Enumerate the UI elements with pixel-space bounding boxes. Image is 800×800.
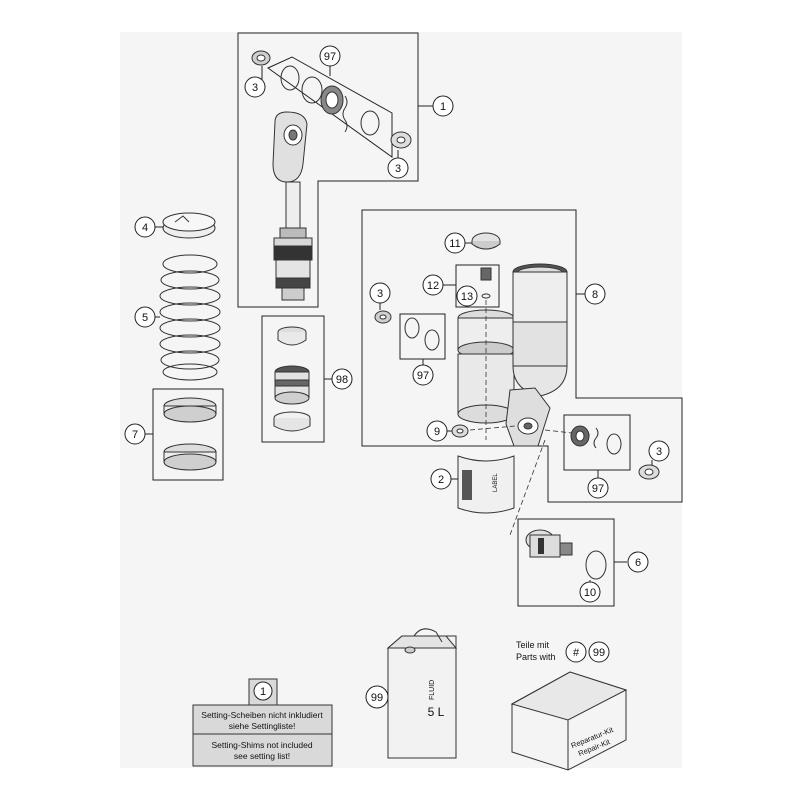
bushing-9 [451,424,469,438]
callout-99-can [365,685,389,709]
callout-4-text: 4 [142,222,148,234]
seal-kit-97-right-outline [563,414,631,471]
bushing-98-bottom [273,411,311,432]
center-lines [469,300,591,536]
callout-12-text: 12 [427,280,439,292]
spring-retainer-4 [162,212,216,239]
callout-3-top-left-text: 3 [252,82,258,94]
note-de-line1: Setting-Scheiben nicht inkludiert [201,710,323,720]
callout-97-right [587,477,609,499]
seal-head-98 [274,365,310,405]
callout-3-mid-text: 3 [377,288,383,300]
callout-97-top-text: 97 [324,51,336,63]
callout-2 [430,468,452,490]
callout-3-right [648,440,670,462]
callout-7-text: 7 [132,429,138,441]
note-en-line1: Setting-Shims not included [211,740,312,750]
callout-13-text: 13 [461,291,473,303]
compression-adjuster-6 [525,529,573,558]
callout-3-top-left [244,76,266,98]
callout-97-top [319,45,341,67]
shock-body [505,263,568,447]
preload-nut-lower [163,443,217,471]
repair-kit-box: Reparatur-Kit Repair-Kit [510,671,628,771]
note-callout-1 [253,681,273,701]
spring-5 [159,254,221,381]
callout-1-text: 1 [440,101,446,113]
callout-9-text: 9 [434,426,440,438]
bearing-top-left [251,50,271,66]
callout-10 [579,581,601,603]
callout-9 [426,420,448,442]
sleeve-label-text: LABEL [493,473,499,492]
group-8-outline [361,209,683,503]
fluid-can: FLUID 5 L [386,628,458,759]
seal-kit-97-outline [267,56,393,158]
callout-6 [627,551,649,573]
callout-2-text: 2 [438,474,444,486]
can-volume-label: 5 L [428,705,445,719]
callout-4 [134,216,156,238]
callout-99-legend [588,641,610,663]
callout-3-top-right-text: 3 [395,163,401,175]
callout-98-text: 98 [336,374,348,386]
callout-5-text: 5 [142,312,148,324]
note-callout-1-text: 1 [260,686,266,698]
callout-3-right-text: 3 [656,446,662,458]
callout-8-text: 8 [592,289,598,301]
can-fluid-label: FLUID [429,680,436,700]
callout-99-legend-text: 99 [593,647,605,659]
note-de-line2: siehe Settingliste! [229,721,296,731]
callout-97-mid [412,364,434,386]
label-sleeve-2: LABEL [457,455,515,514]
callout-97-mid-text: 97 [417,370,429,382]
group-12-outline [455,264,500,308]
note-en-line2: see setting list! [234,751,290,761]
legend-hash-text: # [573,647,580,659]
seal-rings-top [280,65,380,136]
callout-3-top-right [387,157,409,179]
callout-1 [432,95,454,117]
callout-7 [124,423,146,445]
preload-nut-upper [163,397,217,423]
callout-11-text: 11 [449,238,460,250]
setting-note-box [192,704,333,767]
callout-8 [584,283,606,305]
legend-hash-circle [565,641,587,663]
callout-99-can-text: 99 [371,692,383,704]
damper-rod-assembly [272,111,313,301]
bearing-right [638,464,660,480]
reservoir-cap-11 [471,232,501,250]
o-ring-10 [585,550,607,580]
bearing-top-right [390,131,412,149]
legend-line2: Parts with [516,652,556,662]
callout-5 [134,306,156,328]
group-1-outline [237,32,419,308]
callout-11 [444,232,466,254]
callout-13 [456,285,478,307]
legend-line1: Teile mit [516,640,550,650]
bushing-98-top [277,326,307,346]
callout-97-right-text: 97 [592,483,604,495]
seal-kit-97-mid-outline [399,313,446,360]
seal-rings-mid [374,310,440,351]
valve-12 [480,267,492,299]
callout-12 [422,274,444,296]
callout-3-mid [369,282,391,304]
callout-10-text: 10 [584,587,596,599]
callout-6-text: 6 [635,557,641,569]
callout-98 [331,368,353,390]
seal-rings-right [570,425,622,455]
